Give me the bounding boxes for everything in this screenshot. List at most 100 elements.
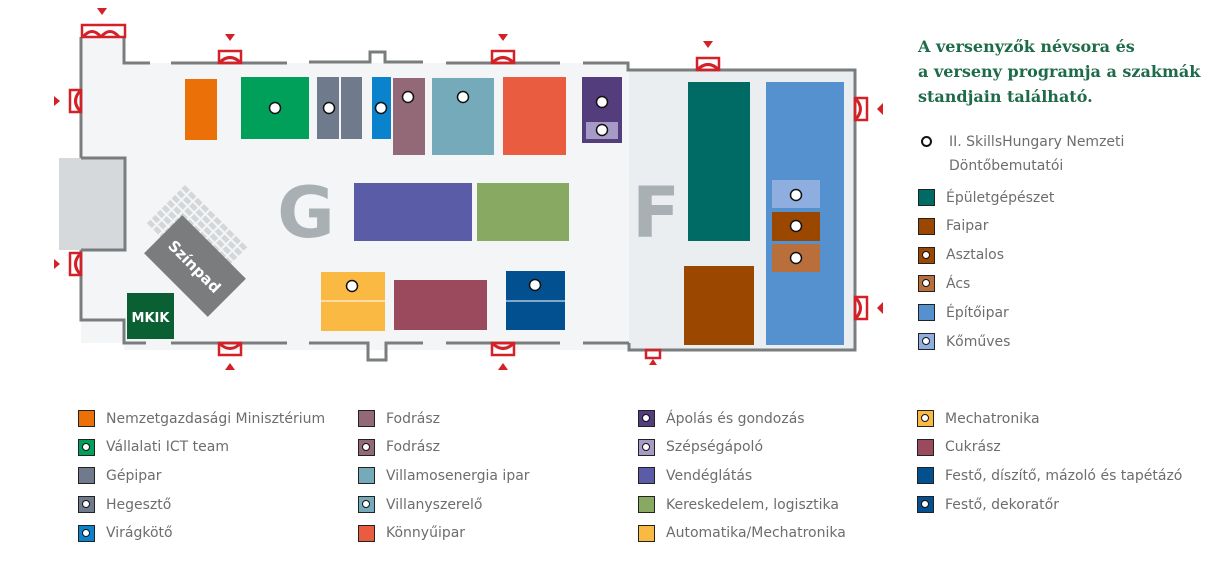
color-swatch-icon [78,410,95,427]
legend-label: Gépipar [106,467,162,484]
legend-item: Mechatronika [917,410,1040,427]
legend-label: Ács [946,275,971,292]
swatch-with-marker-icon [918,275,935,293]
legend-item: Faipar [918,217,989,235]
info-title-line-2: a verseny programja a szakmák [918,62,1201,81]
booth-kereskedelem[interactable] [477,183,569,241]
color-swatch-icon [918,304,935,322]
swatch-with-marker-icon [917,410,934,427]
skills-markers [268,90,803,293]
legend-label: Kőműves [946,333,1011,350]
swatch-with-marker-icon [358,496,375,514]
legend-label: Vendéglátás [666,467,753,484]
legend-label: Hegesztő [106,496,172,513]
legend-item: Épületgépészet [918,189,1054,206]
color-swatch-icon [918,217,935,235]
legend-item: Festő, dekoratőr [917,496,1059,514]
swatch-with-marker-icon [78,438,95,456]
color-swatch-icon [638,524,655,542]
legend-skills-marker: II. SkillsHungary Nemzeti Döntőbemutatói [918,130,1124,178]
legend-item: Kereskedelem, logisztika [638,496,839,514]
legend-item: Hegesztő [78,496,172,514]
legend-item: Festő, díszítő, mázoló és tapétázó [917,467,1183,485]
legend-item: Asztalos [918,246,1005,264]
booth-nemzetgazdasagi[interactable] [185,79,217,140]
legend-item: Virágkötő [78,524,173,542]
legend-label: Festő, dekoratőr [945,496,1059,513]
legend-item: Villamosenergia ipar [358,467,530,485]
hall-f-label: F [632,172,680,254]
legend-item: Fodrász [358,438,440,456]
legend-label: Asztalos [946,247,1005,264]
mkik-label: MKIK [132,311,171,326]
legend-label: Villanyszerelő [386,496,483,513]
legend-label: Cukrász [945,439,1001,456]
skills-marker-line-2: Döntőbemutatói [949,158,1064,174]
legend-label: Ápolás és gondozás [666,410,805,427]
swatch-with-marker-icon [78,496,95,514]
booth-villamos[interactable] [432,78,494,155]
legend-label: Villamosenergia ipar [386,467,530,484]
color-swatch-icon [638,496,655,514]
legend-item: Szépségápoló [638,438,763,456]
skills-marker-line-1: II. SkillsHungary Nemzeti [949,134,1125,150]
color-swatch-icon [917,467,934,485]
legend-item: Vállalati ICT team [78,438,229,456]
swatch-with-marker-icon [638,438,655,456]
legend-label: Virágkötő [106,525,173,542]
legend-item: Automatika/Mechatronika [638,524,846,542]
legend-item: Gépipar [78,467,162,485]
swatch-with-marker-icon [78,524,95,542]
legend-label: Mechatronika [945,410,1040,427]
legend-label: Épületgépészet [946,189,1055,206]
entrance-arrows [54,8,883,370]
swatch-with-marker-icon [358,438,375,456]
legend-item: Fodrász [358,410,440,427]
doors [68,23,869,360]
swatch-with-marker-icon [638,410,655,427]
swatch-with-marker-icon [918,246,935,264]
legend-label: Kereskedelem, logisztika [666,496,839,513]
legend-item: Ápolás és gondozás [638,410,805,427]
legend-label: Faipar [946,218,989,235]
color-swatch-icon [358,467,375,485]
booth-vendeglatas[interactable] [354,183,472,241]
legend-label: Építőipar [946,304,1009,321]
booth-konnyuipar[interactable] [503,77,566,155]
color-swatch-icon [358,410,375,427]
legend-label: Automatika/Mechatronika [666,525,846,542]
floor-plan-map: Színpad MKIK G F [54,8,883,370]
booth-faipar[interactable] [684,266,754,345]
color-swatch-icon [638,467,655,485]
legend-label: Festő, díszítő, mázoló és tapétázó [945,467,1183,484]
color-swatch-icon [358,524,375,542]
swatch-with-marker-icon [918,333,935,350]
legend-item: Vendéglátás [638,467,753,485]
legend-label: Fodrász [386,410,440,427]
legend-item: Építőipar [918,304,1009,322]
legend-item: Ács [918,275,971,293]
legend-item: Villanyszerelő [358,496,483,514]
legend-label: Vállalati ICT team [106,439,229,456]
booth-cukrasz[interactable] [394,280,487,330]
info-title-line-3: standjain található. [918,87,1093,106]
legend-item: Nemzetgazdasági Minisztérium [78,410,325,427]
color-swatch-icon [918,189,935,206]
ring-marker-icon [921,136,932,147]
swatch-with-marker-icon [917,496,934,514]
color-swatch-icon [78,467,95,485]
audience-seating [146,185,248,286]
info-panel: A versenyzők névsora és a verseny progra… [918,34,1208,109]
booth-epuletgepeszet[interactable] [688,82,750,241]
legend-item: Kőműves [918,333,1010,350]
legend-label: Fodrász [386,439,440,456]
mkik-booth[interactable] [127,293,174,339]
info-title-line-1: A versenyzők névsora és [918,37,1135,56]
legend-item: Cukrász [917,438,1001,456]
legend-item: Könnyűipar [358,524,466,542]
booth-fodrasz[interactable] [393,78,425,155]
booth-gepipar-2[interactable] [341,77,362,139]
hall-g-label: G [277,172,334,254]
legend-label: Nemzetgazdasági Minisztérium [106,410,326,427]
legend-label: Könnyűipar [386,525,466,542]
